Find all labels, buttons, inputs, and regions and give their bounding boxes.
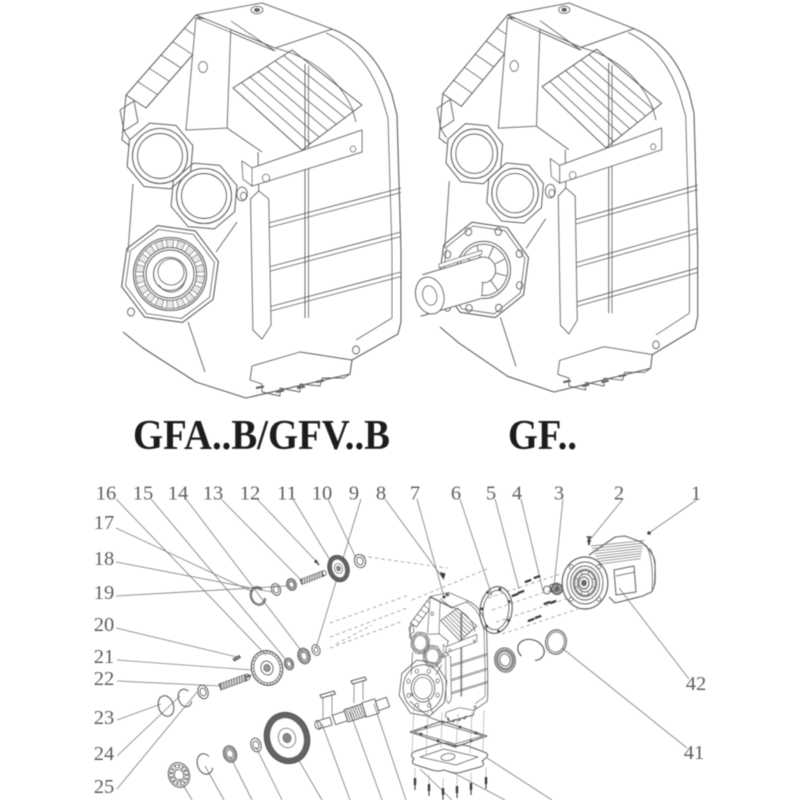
- svg-text:24: 24: [94, 743, 115, 765]
- svg-text:6: 6: [451, 483, 461, 505]
- svg-text:20: 20: [94, 614, 115, 636]
- svg-text:19: 19: [94, 582, 115, 604]
- svg-text:14: 14: [168, 483, 189, 505]
- svg-text:4: 4: [512, 483, 522, 505]
- svg-text:17: 17: [94, 512, 115, 534]
- svg-text:22: 22: [94, 668, 115, 690]
- svg-text:12: 12: [240, 483, 261, 505]
- svg-text:1: 1: [691, 483, 701, 505]
- svg-text:2: 2: [614, 483, 624, 505]
- svg-text:16: 16: [96, 483, 117, 505]
- svg-text:25: 25: [94, 776, 115, 798]
- svg-text:10: 10: [312, 483, 333, 505]
- svg-text:41: 41: [684, 742, 705, 764]
- svg-text:5: 5: [486, 483, 496, 505]
- svg-text:18: 18: [94, 548, 115, 570]
- svg-text:GF..: GF..: [508, 413, 577, 459]
- svg-text:9: 9: [349, 483, 359, 505]
- svg-text:15: 15: [133, 483, 154, 505]
- svg-text:21: 21: [94, 646, 115, 668]
- svg-text:11: 11: [277, 483, 297, 505]
- svg-text:23: 23: [94, 707, 115, 729]
- svg-text:7: 7: [410, 483, 420, 505]
- svg-text:8: 8: [376, 483, 386, 505]
- svg-text:3: 3: [554, 483, 564, 505]
- svg-text:13: 13: [203, 483, 224, 505]
- svg-text:GFA..B/GFV..B: GFA..B/GFV..B: [133, 413, 390, 459]
- svg-text:42: 42: [686, 673, 707, 695]
